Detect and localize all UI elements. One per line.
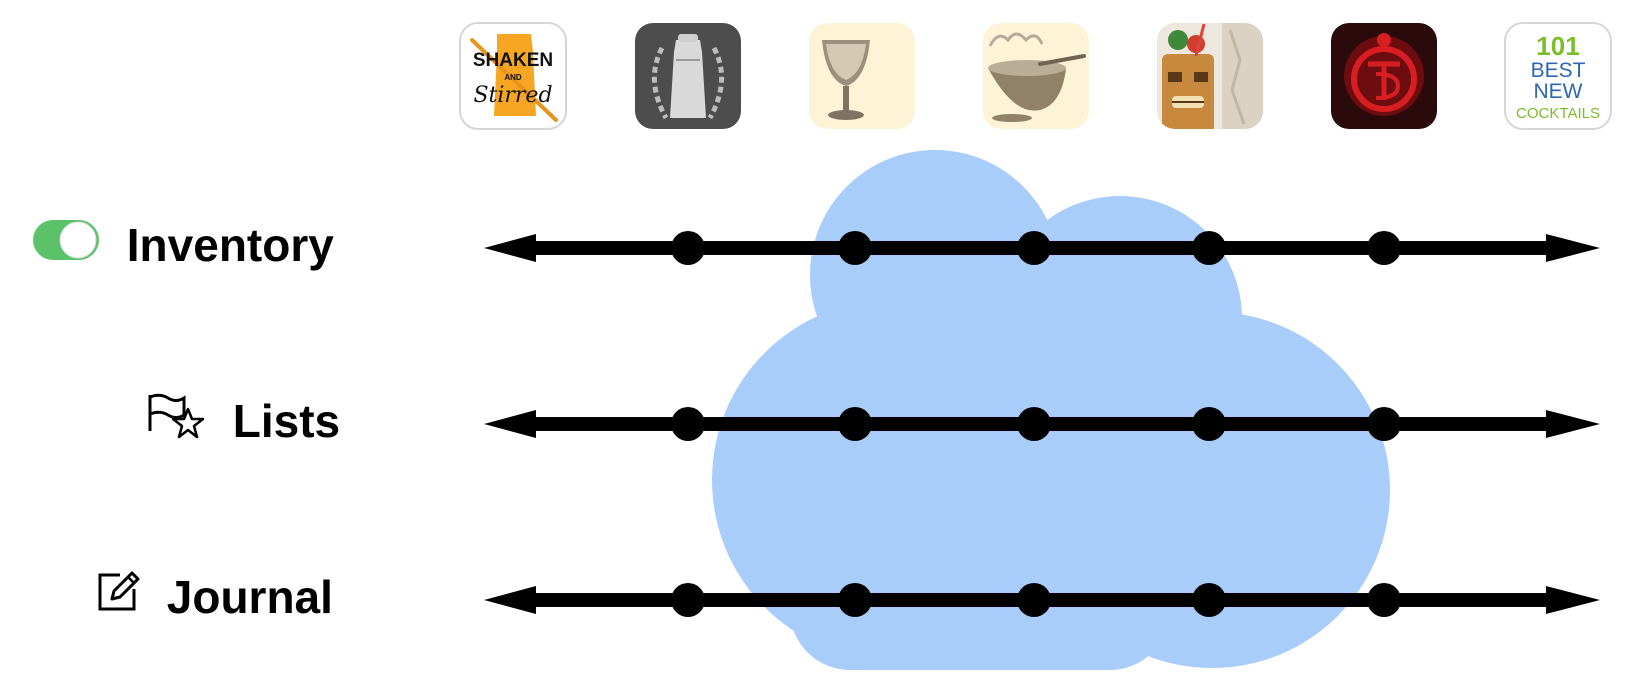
arrow-right-icon	[1546, 234, 1600, 262]
app-title-line: NEW	[1534, 80, 1583, 103]
app-title-line: AND	[504, 73, 522, 82]
sync-node	[1192, 583, 1226, 617]
arrow-left-icon	[484, 410, 536, 438]
sync-node	[1017, 583, 1051, 617]
sync-node	[671, 407, 705, 441]
cloud-base	[790, 330, 1170, 670]
compose-icon	[96, 569, 140, 624]
sync-node	[838, 583, 872, 617]
toggle-switch-icon[interactable]	[32, 218, 100, 272]
punch-bowl-app-icon[interactable]	[983, 23, 1089, 129]
arrow-left-icon	[484, 586, 536, 614]
sync-node	[838, 407, 872, 441]
sync-node	[1017, 407, 1051, 441]
sync-node	[1017, 231, 1051, 265]
sync-node	[838, 231, 872, 265]
sync-row-inventory	[484, 231, 1600, 265]
arrow-left-icon	[484, 234, 536, 262]
app-title-line: BEST	[1531, 59, 1586, 82]
lists-label: Lists	[232, 394, 341, 447]
sync-row-journal	[484, 583, 1600, 617]
sync-node	[671, 231, 705, 265]
journal-label: Journal	[166, 570, 333, 623]
sync-node	[1192, 407, 1226, 441]
red-emblem-app-icon[interactable]	[1331, 23, 1437, 129]
101-best-new-cocktails-app-icon[interactable]: 101 BEST NEW COCKTAILS	[1504, 22, 1612, 130]
inventory-label: Inventory	[126, 218, 334, 271]
arrow-right-icon	[1546, 586, 1600, 614]
cocktail-shaker-laurel-app-icon[interactable]	[635, 23, 741, 129]
sync-node	[1192, 231, 1226, 265]
flag-star-icon	[146, 391, 206, 450]
shaken-and-stirred-app-icon[interactable]: SHAKEN AND Stirred	[459, 22, 567, 130]
vintage-glass-app-icon[interactable]	[809, 23, 915, 129]
row-label-lists: Lists	[146, 390, 340, 450]
sync-rows	[484, 231, 1600, 617]
sync-node	[1367, 231, 1401, 265]
app-icons-row: SHAKEN AND Stirred	[459, 22, 1612, 134]
app-title-line: SHAKEN	[473, 50, 553, 71]
row-label-inventory: Inventory	[32, 214, 334, 272]
app-title-line: 101	[1536, 31, 1579, 61]
tiki-mug-app-icon[interactable]	[1157, 23, 1263, 134]
cloud-icon	[712, 150, 1390, 670]
sync-row-lists	[484, 407, 1600, 441]
row-label-journal: Journal	[96, 566, 333, 624]
arrow-right-icon	[1546, 410, 1600, 438]
app-title-line: COCKTAILS	[1516, 105, 1600, 122]
sync-node	[671, 583, 705, 617]
app-title-line: Stirred	[473, 83, 552, 108]
sync-node	[1367, 583, 1401, 617]
sync-node	[1367, 407, 1401, 441]
